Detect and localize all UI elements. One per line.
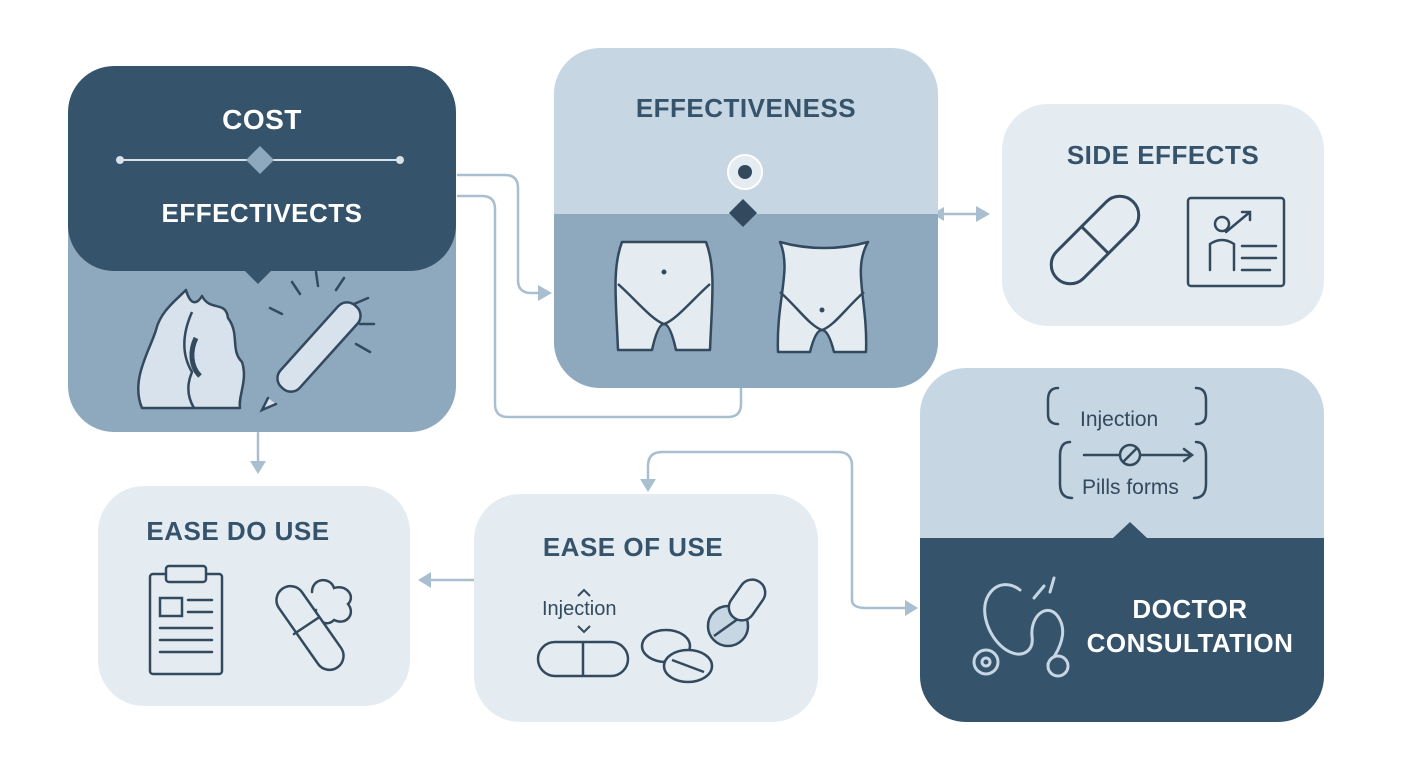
injection-caret — [577, 588, 591, 634]
connector-doctor-to-ease-center — [646, 450, 854, 602]
no-symbol-icon — [1118, 443, 1142, 467]
doctor-injection-label: Injection — [1080, 408, 1159, 431]
connector-ease-center-to-doctor — [850, 598, 914, 610]
dosage-brackets — [1046, 386, 1208, 500]
target-icon — [727, 154, 763, 190]
connector-cost-to-effectiveness — [456, 173, 550, 295]
capsule-icon — [536, 640, 630, 678]
arrowhead — [538, 285, 552, 301]
cost-node: COST EFFECTIVECTS — [68, 66, 456, 432]
side-effects-node: SIDE EFFECTS — [1002, 104, 1324, 326]
cost-divider — [116, 146, 404, 174]
clipboard-icon — [148, 564, 224, 676]
arrowhead — [640, 479, 656, 492]
capsule-icon — [1049, 194, 1141, 286]
torso-after-icon — [776, 240, 870, 354]
cost-subtitle: EFFECTIVECTS — [161, 198, 363, 228]
pen-injector-icon — [259, 270, 376, 413]
ease-center-node: EASE OF USE Injection — [474, 494, 818, 722]
ease-center-injection-label: Injection — [542, 598, 617, 620]
stethoscope-icon — [972, 576, 1070, 678]
flame-figure-icon — [137, 288, 246, 410]
connector-cost-loop — [456, 194, 743, 419]
doctor-pills-label: Pills forms — [1082, 476, 1179, 499]
effectiveness-title: EFFECTIVENESS — [635, 93, 857, 123]
effectiveness-diamond — [729, 199, 757, 227]
cost-callout-pointer — [244, 270, 272, 284]
doctor-title-line1: DOCTOR — [1132, 594, 1248, 624]
patient-chart-icon — [1186, 196, 1286, 288]
ease-left-title: EASE DO USE — [146, 516, 330, 546]
arrowhead — [418, 572, 431, 588]
doctor-lower-panel — [920, 538, 1324, 722]
arrowhead — [976, 206, 990, 222]
doctor-pointer — [1113, 522, 1147, 538]
cost-title: COST — [222, 104, 302, 135]
side-effects-title: SIDE EFFECTS — [1066, 140, 1260, 170]
arrowhead — [905, 600, 918, 616]
tablets-icon — [640, 578, 767, 684]
doctor-title-line2: CONSULTATION — [1086, 628, 1294, 658]
arrowhead — [932, 207, 944, 221]
ease-center-title: EASE OF USE — [542, 532, 724, 562]
syringe-icon — [275, 579, 353, 672]
arrowhead — [250, 461, 266, 474]
torso-before-icon — [614, 240, 714, 352]
